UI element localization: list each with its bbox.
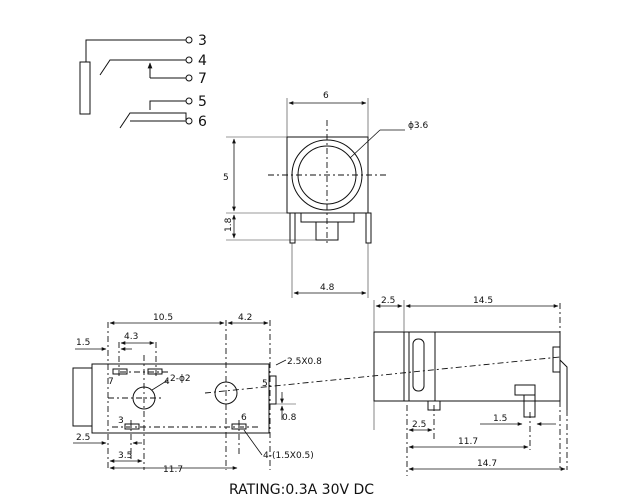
dim-top-4-2: 4.2 [238, 313, 252, 323]
pin-label-7: 7 [198, 71, 207, 87]
label-pad-size: 2.5X0.8 [287, 357, 322, 367]
dim-front-height: 5 [223, 173, 229, 183]
top-nose [72, 367, 92, 427]
front-pin-left [289, 212, 296, 244]
top-pin-label-6: 6 [241, 413, 247, 423]
plug-body [79, 61, 91, 115]
dim-front-pin-spacing: 4.8 [320, 283, 335, 293]
pin-4-terminal [185, 56, 193, 64]
dim-side-1-5: 1.5 [493, 414, 507, 424]
dim-front-hole-dia: ϕ3.6 [408, 121, 429, 131]
pin-label-6: 6 [198, 114, 207, 130]
front-view: 6 5 1.8 4.8 ϕ3.6 [223, 91, 429, 298]
dim-top-4-3: 4.3 [124, 332, 138, 342]
dim-side-14-5: 14.5 [473, 296, 493, 306]
dim-side-11-7: 11.7 [458, 437, 478, 447]
dim-top-11-7: 11.7 [163, 465, 183, 475]
pin-4-wire [99, 59, 186, 76]
dim-side-2-5-bottom: 2.5 [412, 420, 426, 430]
dim-side-2-5-top: 2.5 [381, 296, 395, 306]
pin-7-terminal [185, 74, 193, 82]
top-pin-label-5: 5 [262, 379, 268, 389]
top-slot-7 [112, 368, 128, 375]
pin-schematic: 3 4 7 5 6 [79, 33, 207, 130]
pin-5-wire [149, 100, 186, 110]
rating-text: RATING:0.3A 30V DC [229, 482, 374, 498]
dim-front-width: 6 [323, 91, 329, 101]
pin-5-terminal [185, 97, 193, 105]
pin-label-3: 3 [198, 33, 207, 49]
side-flange [373, 331, 405, 402]
top-view: 10.5 4.2 4.3 1.5 2.5 3.5 11.7 0.8 2.5X0.… [72, 313, 561, 475]
label-holes: 2-ϕ2 [170, 374, 191, 384]
dim-top-3-5: 3.5 [118, 451, 132, 461]
top-slot-3 [124, 423, 140, 430]
pin-3-terminal [185, 36, 193, 44]
dim-top-2-5: 2.5 [76, 433, 90, 443]
front-pin-right [365, 212, 372, 244]
dim-top-0-8: 0.8 [282, 413, 297, 423]
top-pin-label-4: 4 [164, 377, 170, 387]
pin-label-4: 4 [198, 53, 207, 69]
top-pin-label-3: 3 [118, 416, 124, 426]
side-body [373, 331, 561, 402]
dim-side-14-7: 14.7 [477, 459, 497, 469]
pin-label-5: 5 [198, 94, 207, 110]
dim-top-10-5: 10.5 [153, 313, 173, 323]
top-end-pad [268, 375, 277, 405]
dim-top-1-5: 1.5 [76, 338, 90, 348]
top-pin-label-7: 7 [108, 377, 114, 387]
pin-6-terminal [185, 117, 193, 125]
pin-6-wire [119, 112, 187, 129]
label-slots: 4-(1.5X0.5) [263, 451, 314, 461]
side-pin-rear [514, 384, 536, 396]
top-slot-4 [147, 368, 163, 375]
pin-3-wire [85, 39, 186, 62]
side-view: 2.5 14.5 2.5 1.5 11.7 14.7 [373, 296, 568, 476]
dim-front-base: 1.8 [224, 217, 234, 232]
